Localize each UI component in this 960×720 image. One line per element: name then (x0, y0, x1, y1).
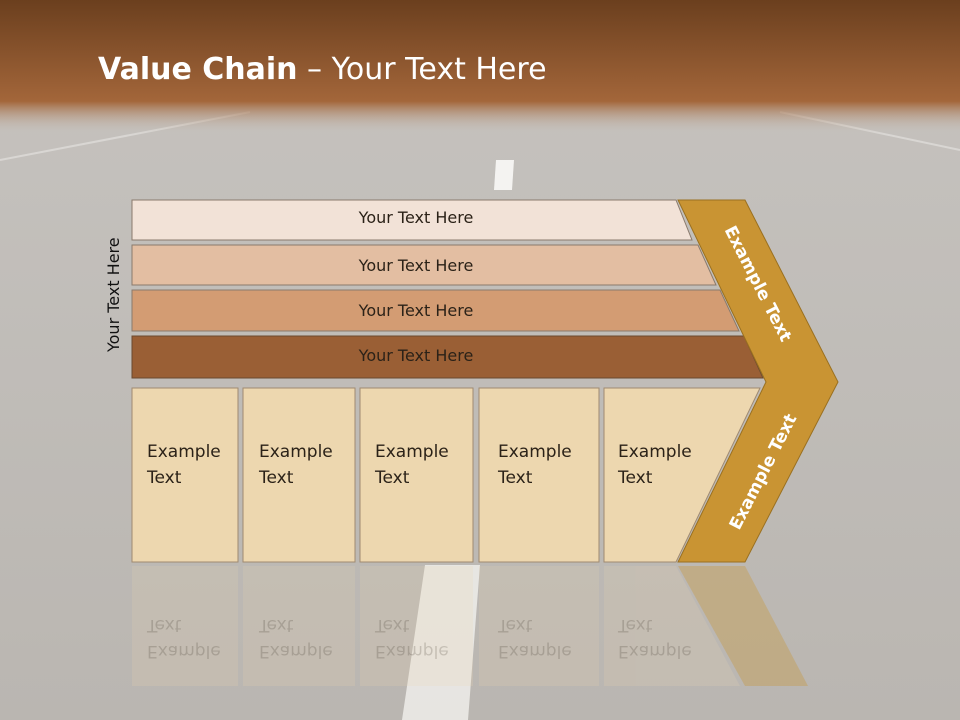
cell-label-2: Example Text (259, 442, 333, 488)
chevron-arrow (677, 199, 839, 563)
cell-2 (242, 387, 356, 563)
cell-reflection-3: Example Text (375, 615, 449, 661)
cell-label-4: Example Text (498, 442, 572, 488)
cell-label-1: Example Text (147, 442, 221, 488)
cell-3 (359, 387, 474, 563)
band-label-4: Your Text Here (358, 346, 474, 365)
band-2 (131, 244, 717, 286)
band-1 (131, 199, 693, 241)
cell-reflection-4: Example Text (498, 615, 572, 661)
title-bold: Value Chain (98, 52, 298, 87)
title-rest: – Your Text Here (297, 52, 547, 87)
band-3 (131, 289, 740, 332)
cell-reflection-2: Example Text (259, 615, 333, 661)
cell-label-3: Example Text (375, 442, 449, 488)
page-title: Value Chain – Your Text Here (98, 52, 547, 87)
reflection (132, 566, 740, 686)
cell-5 (603, 387, 761, 563)
cell-label-5: Example Text (618, 442, 692, 488)
cell-reflection-1: Example Text (147, 615, 221, 661)
band-label-3: Your Text Here (358, 301, 474, 320)
chevron-reflection (678, 566, 808, 686)
band-4 (131, 335, 764, 379)
cell-1 (131, 387, 239, 563)
band-label-1: Your Text Here (358, 208, 474, 227)
cell-4 (478, 387, 600, 563)
band-label-2: Your Text Here (358, 256, 474, 275)
cell-reflection-5: Example Text (618, 615, 692, 661)
